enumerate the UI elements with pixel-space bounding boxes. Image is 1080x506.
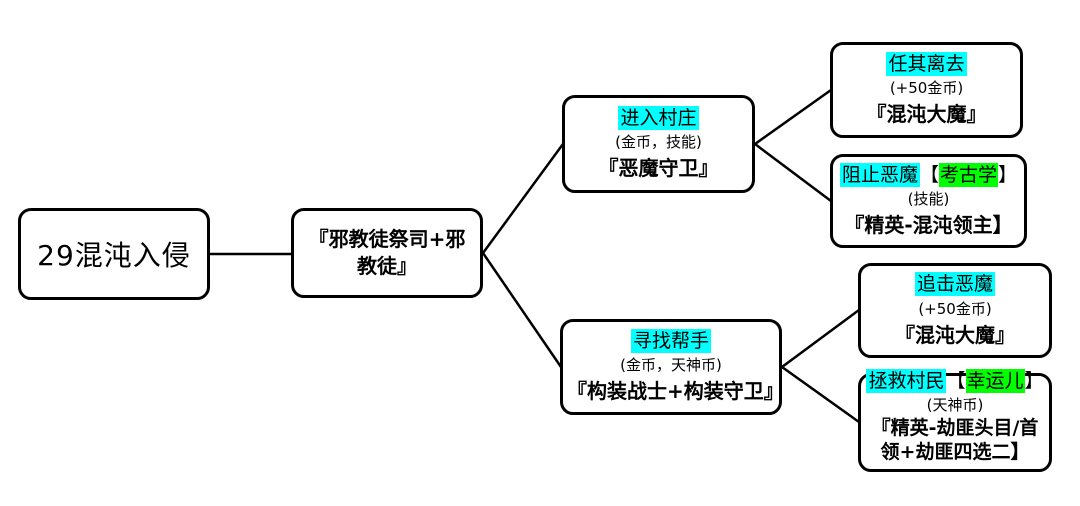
encounter-label: 『邪教徒祭司+邪教徒』 <box>308 227 466 278</box>
outcome-a2-enemy: 『精英-混沌领主】 <box>844 213 1013 238</box>
outcome-b2-enemy: 『精英-劫匪头目/首领+劫匪四选二】 <box>871 416 1039 463</box>
choice-a-title-highlight: 进入村庄 <box>618 105 699 130</box>
choice-a-enemy: 『恶魔守卫』 <box>598 156 719 181</box>
outcome-a1-title: 任其离去 <box>886 51 967 76</box>
outcome-b2-title-seg3: 幸运儿 <box>965 369 1025 393</box>
choice-a-reward: (金币，技能) <box>615 133 702 152</box>
node-start: 29混沌入侵 <box>18 208 210 300</box>
outcome-b1-title: 追击恶魔 <box>914 272 995 297</box>
outcome-a2-title: 阻止恶魔【考古学】 <box>839 162 1018 187</box>
outcome-a2-title-seg4: 】 <box>998 163 1018 186</box>
outcome-a1-title-highlight: 任其离去 <box>886 51 967 76</box>
outcome-a1-enemy: 『混沌大魔』 <box>866 102 987 127</box>
outcome-b1-title-highlight: 追击恶魔 <box>914 272 995 297</box>
choice-b-enemy: 『构装战士+构装守卫』 <box>567 379 784 404</box>
node-outcome-b2: 拯救村民【幸运儿】 (天神币) 『精英-劫匪头目/首领+劫匪四选二】 <box>858 369 1052 472</box>
node-choice-a: 进入村庄 (金币，技能) 『恶魔守卫』 <box>562 95 755 193</box>
node-outcome-a1: 任其离去 (+50金币) 『混沌大魔』 <box>830 42 1023 138</box>
outcome-b2-title-seg1: 拯救村民 <box>866 369 947 393</box>
edge-choice-b-outcome-b1 <box>780 308 861 369</box>
outcome-b2-reward: (天神币) <box>926 395 984 414</box>
edge-choice-b-outcome-b2 <box>780 365 861 424</box>
outcome-a2-title-seg3: 考古学 <box>939 162 999 187</box>
choice-b-reward: (金币，天神币) <box>620 356 722 375</box>
edge-choice-a-outcome-a2 <box>753 142 833 203</box>
outcome-b2-title-seg4: 】 <box>1024 370 1044 392</box>
outcome-a2-title-seg2: 【 <box>919 163 939 186</box>
outcome-b2-title: 拯救村民【幸运儿】 <box>866 369 1044 393</box>
choice-b-title-highlight: 寻找帮手 <box>630 328 711 353</box>
edge-encounter-choice-a <box>481 142 565 255</box>
outcome-a2-title-seg1: 阻止恶魔 <box>839 162 920 187</box>
outcome-b2-title-seg2: 【 <box>946 370 966 392</box>
node-choice-b: 寻找帮手 (金币，天神币) 『构装战士+构装守卫』 <box>560 319 784 415</box>
node-outcome-a2: 阻止恶魔【考古学】 (技能) 『精英-混沌领主】 <box>830 154 1027 248</box>
outcome-b1-enemy: 『混沌大魔』 <box>895 322 1015 347</box>
start-label: 29混沌入侵 <box>37 239 191 272</box>
outcome-a2-reward: (技能) <box>907 190 950 209</box>
node-outcome-b1: 追击恶魔 (+50金币) 『混沌大魔』 <box>858 263 1052 358</box>
choice-b-title: 寻找帮手 <box>630 328 711 353</box>
outcome-b1-reward: (+50金币) <box>918 299 992 318</box>
edge-choice-a-outcome-a1 <box>753 88 833 146</box>
outcome-a1-reward: (+50金币) <box>889 79 964 98</box>
node-encounter: 『邪教徒祭司+邪教徒』 <box>291 208 483 298</box>
edge-encounter-choice-b <box>481 251 563 369</box>
choice-a-title: 进入村庄 <box>618 105 699 130</box>
